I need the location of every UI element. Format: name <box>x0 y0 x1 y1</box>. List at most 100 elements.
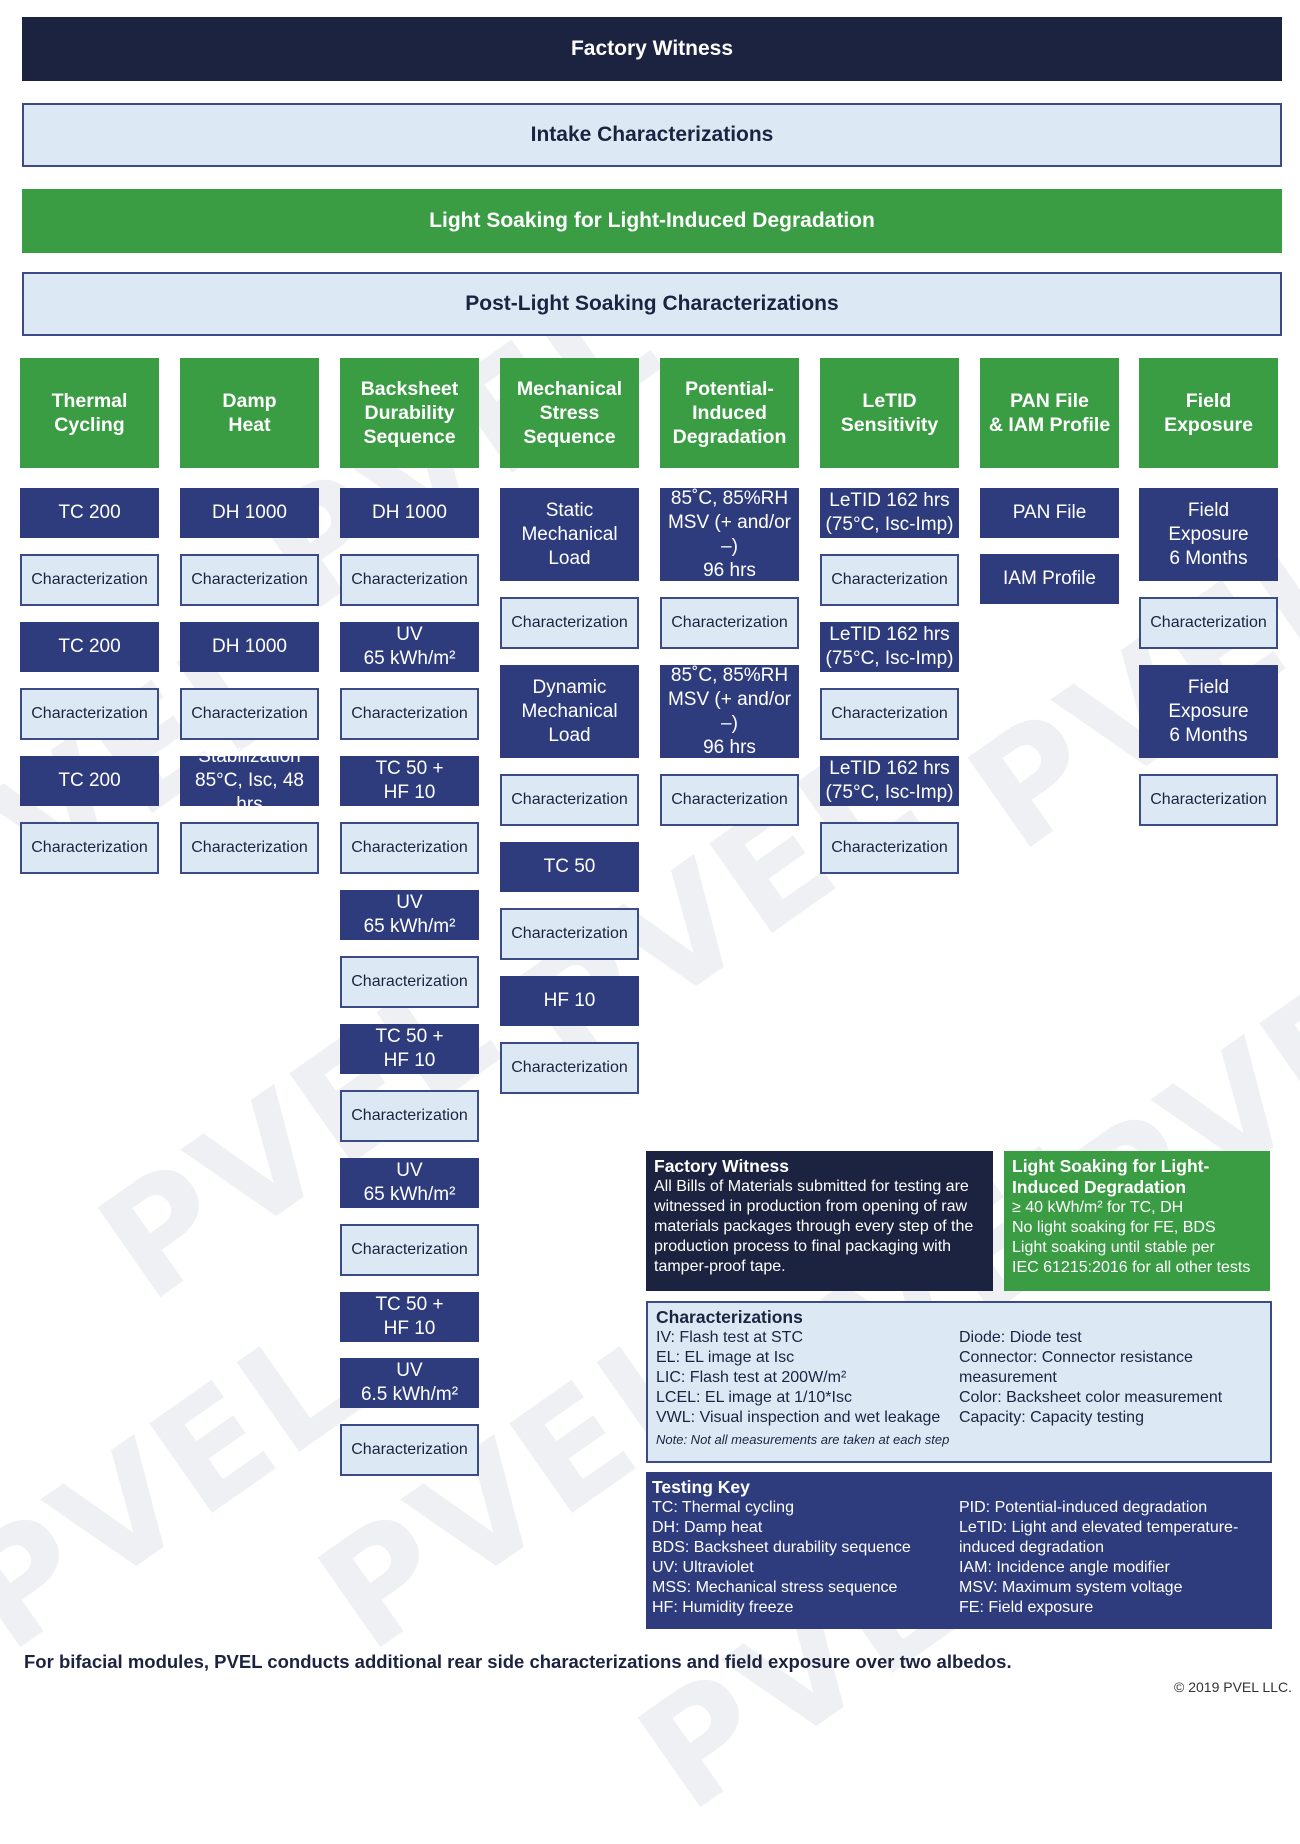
column-header: PAN File & IAM Profile <box>980 358 1119 468</box>
characterization-box: Characterization <box>340 1424 479 1476</box>
legend-light-soaking: Light Soaking for Light-Induced Degradat… <box>1004 1151 1270 1291</box>
characterization-box: Characterization <box>500 774 639 826</box>
legend-light-soaking-line: ≥ 40 kWh/m² for TC, DH <box>1012 1199 1184 1216</box>
characterization-box: Characterization <box>1139 597 1278 649</box>
legend-factory-witness: Factory Witness All Bills of Materials s… <box>646 1151 993 1291</box>
stage-intake-characterizations: Intake Characterizations <box>22 103 1282 167</box>
testing-key-item: FE: Field exposure <box>959 1599 1094 1616</box>
testing-key-item: MSV: Maximum system voltage <box>959 1579 1183 1596</box>
legend-characterizations-title: Characterizations <box>656 1307 803 1327</box>
legend-light-soaking-title: Light Soaking for Light-Induced Degradat… <box>1012 1156 1210 1197</box>
test-step-box: Stabilization 85°C, Isc, 48 hrs <box>180 746 319 815</box>
legend-light-soaking-line: No light soaking for FE, BDS <box>1012 1219 1216 1236</box>
test-step-box: TC 200 <box>20 488 159 538</box>
characterization-item: Color: Backsheet color measurement <box>959 1389 1223 1406</box>
characterization-box: Characterization <box>340 1090 479 1142</box>
test-step-box: DH 1000 <box>180 488 319 538</box>
test-step-box: LeTID 162 hrs (75°C, Isc-Imp) <box>820 756 959 806</box>
characterization-box: Characterization <box>20 822 159 874</box>
column-header: Mechanical Stress Sequence <box>500 358 639 468</box>
copyright: © 2019 PVEL LLC. <box>1174 1679 1292 1695</box>
column-header: Damp Heat <box>180 358 319 468</box>
test-step-box: UV 65 kWh/m² <box>340 622 479 672</box>
characterization-box: Characterization <box>20 554 159 606</box>
column-header: Potential- Induced Degradation <box>660 358 799 468</box>
characterization-box: Characterization <box>340 822 479 874</box>
test-step-box: Field Exposure 6 Months <box>1139 665 1278 758</box>
testing-key-item: LeTID: Light and elevated temperature-in… <box>959 1519 1239 1556</box>
column-header: LeTID Sensitivity <box>820 358 959 468</box>
legend-factory-witness-title: Factory Witness <box>654 1156 790 1176</box>
testing-key-item: HF: Humidity freeze <box>652 1599 794 1616</box>
stage-post-light-soaking: Post-Light Soaking Characterizations <box>22 272 1282 336</box>
characterization-box: Characterization <box>660 597 799 649</box>
characterization-box: Characterization <box>500 1042 639 1094</box>
characterization-box: Characterization <box>180 554 319 606</box>
testing-key-item: MSS: Mechanical stress sequence <box>652 1579 898 1596</box>
stage-factory-witness: Factory Witness <box>22 17 1282 81</box>
test-step-box: 85˚C, 85%RH MSV (+ and/or –) 96 hrs <box>660 665 799 758</box>
testing-key-item: PID: Potential-induced degradation <box>959 1499 1208 1516</box>
testing-key-item: BDS: Backsheet durability sequence <box>652 1539 911 1556</box>
test-step-box: TC 50 + HF 10 <box>340 1024 479 1074</box>
characterization-box: Characterization <box>500 908 639 960</box>
characterization-box: Characterization <box>180 688 319 740</box>
characterization-item: Diode: Diode test <box>959 1329 1082 1346</box>
test-step-box: UV 6.5 kWh/m² <box>340 1358 479 1408</box>
legend-testing-key-title: Testing Key <box>652 1477 750 1497</box>
characterization-box: Characterization <box>340 554 479 606</box>
test-step-box: HF 10 <box>500 976 639 1026</box>
characterization-box: Characterization <box>340 956 479 1008</box>
test-step-box: Static Mechanical Load <box>500 488 639 581</box>
characterization-item: Connector: Connector resistance measurem… <box>959 1349 1193 1386</box>
column-header: Thermal Cycling <box>20 358 159 468</box>
test-step-box: Field Exposure 6 Months <box>1139 488 1278 581</box>
test-step-box: DH 1000 <box>180 622 319 672</box>
stage-light-soaking: Light Soaking for Light-Induced Degradat… <box>22 189 1282 253</box>
column-header: Backsheet Durability Sequence <box>340 358 479 468</box>
test-step-box: IAM Profile <box>980 554 1119 604</box>
characterization-box: Characterization <box>180 822 319 874</box>
characterization-item: LCEL: EL image at 1/10*Isc <box>656 1389 852 1406</box>
test-step-box: UV 65 kWh/m² <box>340 1158 479 1208</box>
bifacial-footnote: For bifacial modules, PVEL conducts addi… <box>24 1651 1012 1672</box>
column-header: Field Exposure <box>1139 358 1278 468</box>
test-step-box: TC 200 <box>20 622 159 672</box>
test-step-box: PAN File <box>980 488 1119 538</box>
testing-key-item: TC: Thermal cycling <box>652 1499 794 1516</box>
testing-key-item: UV: Ultraviolet <box>652 1559 754 1576</box>
test-step-box: TC 50 + HF 10 <box>340 756 479 806</box>
test-column: Potential- Induced Degradation 85˚C, 85%R… <box>660 358 799 842</box>
characterization-box: Characterization <box>340 1224 479 1276</box>
legend-light-soaking-line: Light soaking until stable per <box>1012 1239 1215 1256</box>
characterization-item: LIC: Flash test at 200W/m² <box>656 1369 847 1386</box>
test-step-box: Dynamic Mechanical Load <box>500 665 639 758</box>
test-step-box: TC 200 <box>20 756 159 806</box>
characterization-item: EL: EL image at Isc <box>656 1349 795 1366</box>
test-step-box: 85˚C, 85%RH MSV (+ and/or –) 96 hrs <box>660 488 799 581</box>
test-step-box: LeTID 162 hrs (75°C, Isc-Imp) <box>820 622 959 672</box>
characterization-item: IV: Flash test at STC <box>656 1329 804 1346</box>
characterization-box: Characterization <box>1139 774 1278 826</box>
characterization-box: Characterization <box>820 554 959 606</box>
test-step-box: DH 1000 <box>340 488 479 538</box>
characterizations-note: Note: Not all measurements are taken at … <box>656 1432 950 1447</box>
test-step-box: TC 50 + HF 10 <box>340 1292 479 1342</box>
test-step-box: TC 50 <box>500 842 639 892</box>
legend-testing-key: Testing Key TC: Thermal cycling DH: Damp… <box>646 1472 1272 1629</box>
characterization-box: Characterization <box>820 822 959 874</box>
test-step-box: LeTID 162 hrs (75°C, Isc-Imp) <box>820 488 959 538</box>
characterization-box: Characterization <box>820 688 959 740</box>
characterization-box: Characterization <box>660 774 799 826</box>
testing-key-item: IAM: Incidence angle modifier <box>959 1559 1170 1576</box>
legend-factory-witness-text: All Bills of Materials submitted for tes… <box>654 1178 974 1275</box>
legend-characterizations: Characterizations IV: Flash test at STC … <box>646 1301 1272 1463</box>
legend-light-soaking-line: IEC 61215:2016 for all other tests <box>1012 1259 1251 1276</box>
characterization-box: Characterization <box>340 688 479 740</box>
testing-key-item: DH: Damp heat <box>652 1519 763 1536</box>
